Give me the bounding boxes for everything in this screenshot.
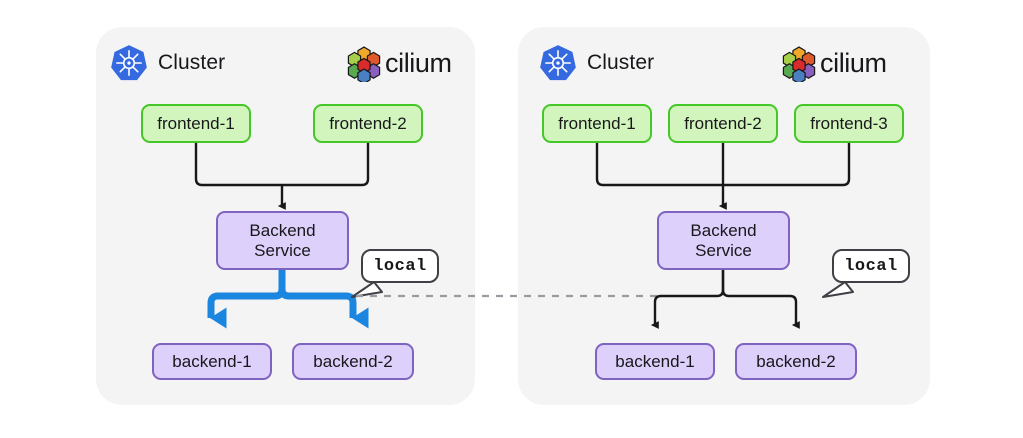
node-label: frontend-1 bbox=[558, 113, 636, 133]
right-frontend-1[interactable]: frontend-1 bbox=[542, 104, 652, 143]
right-backend-1[interactable]: backend-1 bbox=[595, 343, 715, 380]
node-label: frontend-1 bbox=[157, 113, 235, 133]
left-local-callout: local bbox=[361, 249, 439, 283]
right-frontend-2[interactable]: frontend-2 bbox=[668, 104, 778, 143]
node-label: frontend-3 bbox=[810, 113, 888, 133]
left-cluster-identity: Cluster bbox=[110, 44, 225, 82]
cilium-wordmark: cilium bbox=[820, 47, 887, 78]
right-cilium-branding: cilium bbox=[780, 44, 887, 82]
callout-label: local bbox=[373, 256, 427, 276]
service-label-line1: Backend bbox=[249, 220, 316, 240]
cilium-wordmark: cilium bbox=[385, 47, 452, 78]
node-label: backend-1 bbox=[615, 351, 695, 371]
left-frontend-1[interactable]: frontend-1 bbox=[141, 104, 251, 143]
kubernetes-icon bbox=[110, 44, 148, 82]
left-cilium-branding: cilium bbox=[345, 44, 452, 82]
node-label: backend-2 bbox=[313, 351, 393, 371]
right-cluster-identity: Cluster bbox=[539, 44, 654, 82]
left-backend-service[interactable]: Backend Service bbox=[216, 211, 349, 270]
kubernetes-icon bbox=[539, 44, 577, 82]
cluster-label: Cluster bbox=[587, 51, 655, 74]
right-backend-service[interactable]: Backend Service bbox=[657, 211, 790, 270]
right-backend-2[interactable]: backend-2 bbox=[735, 343, 857, 380]
cluster-label: Cluster bbox=[158, 51, 226, 74]
left-backend-2[interactable]: backend-2 bbox=[292, 343, 414, 380]
left-backend-1[interactable]: backend-1 bbox=[152, 343, 272, 380]
node-label: frontend-2 bbox=[684, 113, 762, 133]
node-label: backend-2 bbox=[756, 351, 836, 371]
callout-label: local bbox=[844, 256, 898, 276]
service-label-line2: Service bbox=[254, 240, 311, 260]
right-local-callout: local bbox=[832, 249, 910, 283]
left-frontend-2[interactable]: frontend-2 bbox=[313, 104, 423, 143]
cilium-icon bbox=[345, 44, 383, 82]
node-label: frontend-2 bbox=[329, 113, 407, 133]
service-label-line1: Backend bbox=[690, 220, 757, 240]
service-label-line2: Service bbox=[695, 240, 752, 260]
node-label: backend-1 bbox=[172, 351, 252, 371]
right-frontend-3[interactable]: frontend-3 bbox=[794, 104, 904, 143]
cilium-icon bbox=[780, 44, 818, 82]
